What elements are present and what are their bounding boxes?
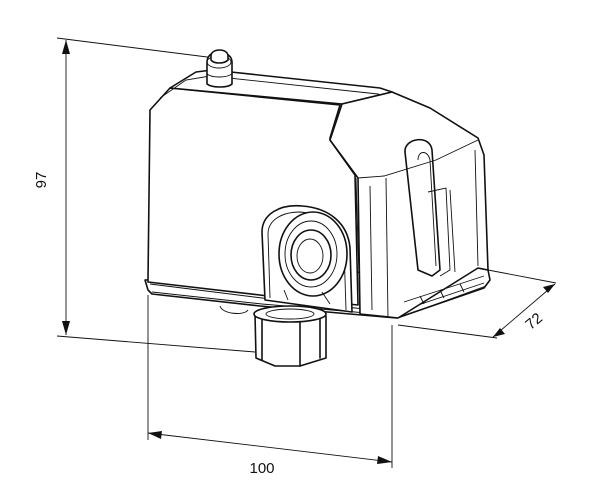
depth-label: 72 xyxy=(522,310,546,334)
width-label: 100 xyxy=(249,460,274,477)
height-label: 97 xyxy=(33,172,50,189)
height-dimension: 97 xyxy=(33,37,256,353)
width-dimension: 100 xyxy=(147,295,393,477)
adjustment-knob xyxy=(206,49,233,88)
hex-fitting xyxy=(219,305,327,367)
cable-gland xyxy=(261,205,353,313)
